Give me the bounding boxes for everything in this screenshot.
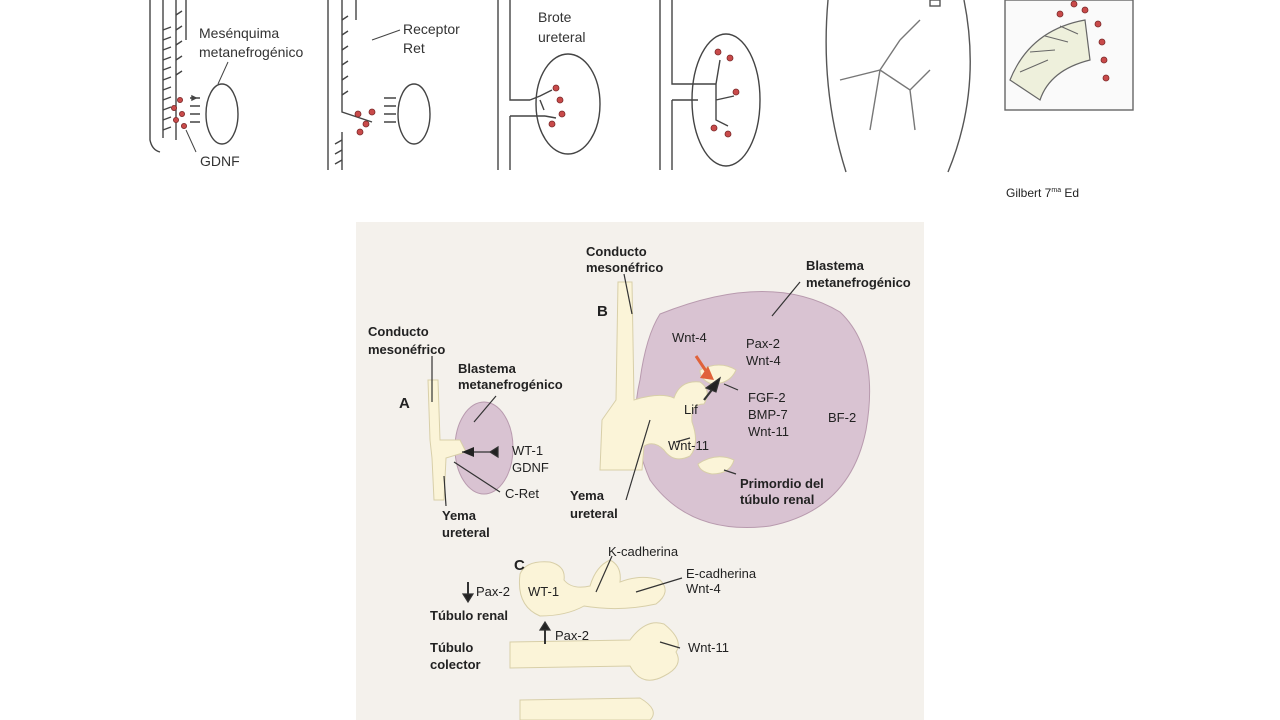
top-panel-2 [327,0,431,170]
panel-b-primordio-1: Primordio del [740,476,824,491]
panel-c-tubulo-renal: Túbulo renal [430,608,508,623]
top-panel-4-cells [710,48,740,138]
citation-author: Gilbert 7 [1006,186,1052,200]
panel-b-bmp7: BMP-7 [748,407,788,422]
label-mesenquima: Mesénquima [199,25,279,41]
top-panel-1 [149,0,239,153]
panel-c-pax2-top: Pax-2 [476,584,510,599]
top-panel-4 [659,0,761,170]
panel-c-wnt11: Wnt-11 [688,640,729,655]
top-panel-5 [825,0,971,173]
panel-c-k-cadherina: K-cadherina [608,544,679,559]
panel-a-yema-2: ureteral [442,525,490,540]
citation-superscript: ma [1051,187,1062,194]
panel-c-wt1: WT-1 [528,584,559,599]
panel-b-bf2: BF-2 [828,410,856,425]
panel-b-wnt11-left: Wnt-11 [668,438,709,453]
panel-c-letter: C [514,557,525,574]
panel-b-yema-2: ureteral [570,506,618,521]
panel-b-pax2: Pax-2 [746,336,780,351]
panel-a-conducto-2: mesonéfrico [368,342,445,357]
panel-c-pax2-bottom: Pax-2 [555,628,589,643]
label-ret: Ret [403,40,425,56]
citation: Gilbert 7ma Ed [1006,186,1079,200]
label-brote: Brote [538,9,572,25]
panel-b-lif: Lif [684,402,698,417]
top-panel-2-cells [354,108,376,136]
panel-b-fgf2: FGF-2 [748,390,786,405]
top-panel-6-cells [1056,0,1110,82]
panel-b-conducto-2: mesonéfrico [586,260,663,275]
panel-b-wnt4-right: Wnt-4 [746,353,781,368]
panel-b-wnt11-right: Wnt-11 [748,424,789,439]
citation-edition: Ed [1061,186,1080,200]
top-panel-3 [497,0,601,170]
panel-b-blastema-1: Blastema [806,258,865,273]
panel-b-red-arrowhead [700,366,714,380]
panel-c-e-cadherina: E-cadherina [686,566,757,581]
panel-b-primordio-2: túbulo renal [740,492,814,507]
panel-a-blastema-2: metanefrogénico [458,377,563,392]
top-panel-3-cells [548,84,566,128]
panel-c-pointers [461,555,683,649]
panel-b-conducto-1: Conducto [586,244,647,259]
panel-c-shapes [509,559,679,720]
panel-a-pointers [431,356,501,507]
panel-b-shapes [599,281,871,528]
label-gdnf: GDNF [200,153,240,169]
panel-b-pointers [623,273,801,501]
panel-b-yema-1: Yema [570,488,605,503]
panel-b-wnt4-left: Wnt-4 [672,330,707,345]
panel-c-tubulo-colector-1: Túbulo [430,640,473,655]
panel-a-letter: A [399,395,410,412]
top-panel-6 [1004,0,1134,111]
label-receptor: Receptor [403,21,460,37]
label-metanefrogenico: metanefrogénico [199,44,304,60]
panel-a-wt1: WT-1 [512,443,543,458]
panel-a-gdnf: GDNF [512,460,549,475]
panel-a-cret: C-Ret [505,486,539,501]
panel-b-letter: B [597,303,608,320]
panel-c-tubulo-colector-2: colector [430,657,481,672]
panel-b-blastema-2: metanefrogénico [806,275,911,290]
panel-a-conducto-1: Conducto [368,324,429,339]
label-ureteral: ureteral [538,29,585,45]
panel-a-yema-1: Yema [442,508,477,523]
panel-a-blastema-1: Blastema [458,361,517,376]
panel-c-wnt4: Wnt-4 [686,581,721,596]
panel-a-shapes [427,379,514,501]
top-panel-1-cells [170,97,187,130]
